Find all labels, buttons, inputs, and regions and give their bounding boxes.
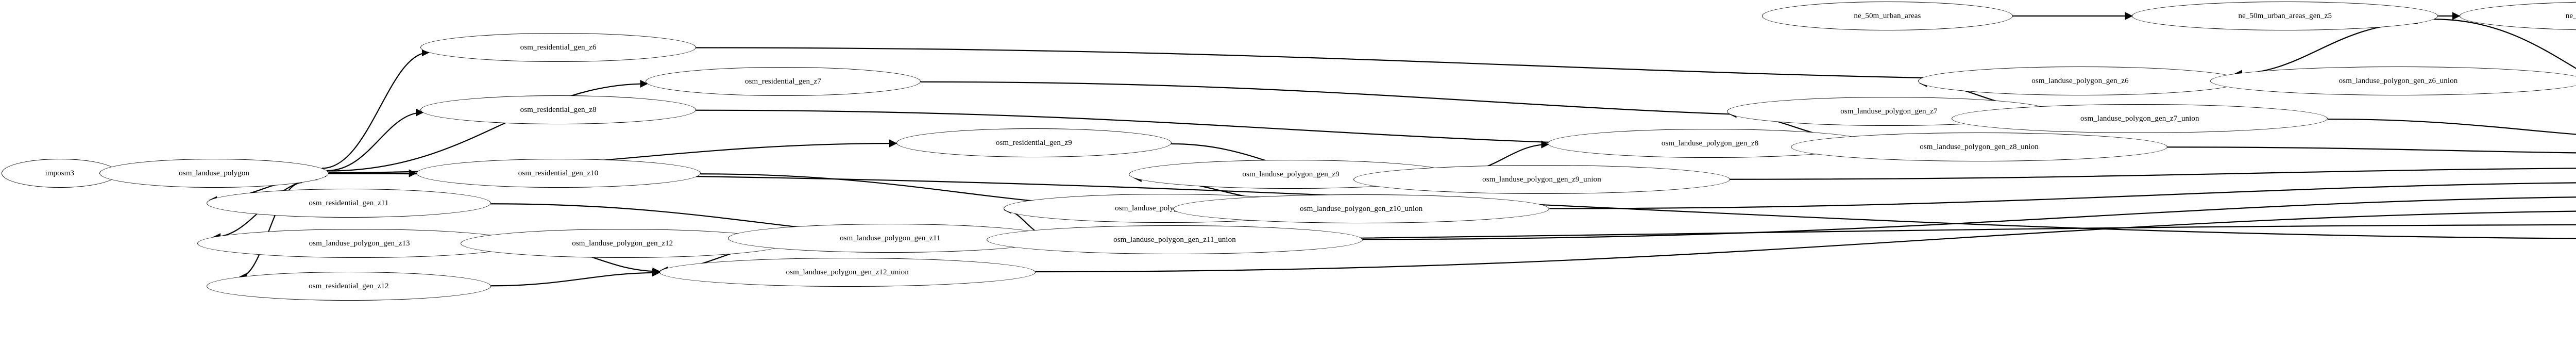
- graph-node-label: ne_50m_urban_areas_gen_z4: [2565, 11, 2576, 20]
- graph-node-label: osm_residential_gen_z6: [520, 43, 597, 52]
- graph-node-label: osm_landuse_polygon_gen_z7: [1840, 107, 1938, 116]
- graph-node-osm-landuse-polygon-gen-z8-union[interactable]: osm_landuse_polygon_gen_z8_union: [1791, 133, 2167, 161]
- graph-node-osm-landuse-polygon-gen-z6[interactable]: osm_landuse_polygon_gen_z6: [1918, 67, 2243, 95]
- graph-edge-osm_landuse_polygon_gen_z10_union-to-layer_landuse_z10: [1549, 182, 2576, 209]
- graph-node-label: osm_landuse_polygon_gen_z6: [2031, 76, 2129, 85]
- graph-node-osm-residential-gen-z12[interactable]: osm_residential_gen_z12: [206, 272, 491, 301]
- graph-node-label: osm_landuse_polygon_gen_z12: [572, 239, 673, 248]
- graph-edge-osm_landuse_polygon_gen_z9_union-to-layer_landuse_z9: [1730, 168, 2576, 180]
- graph-node-osm-landuse-polygon-gen-z10-union[interactable]: osm_landuse_polygon_gen_z10_union: [1173, 194, 1550, 223]
- graph-edge-osm_landuse_polygon-to-osm_residential_gen_z7: [327, 79, 648, 172]
- graph-node-osm-landuse-polygon[interactable]: osm_landuse_polygon: [99, 159, 329, 188]
- graph-node-label: osm_landuse_polygon_gen_z7_union: [2080, 114, 2199, 123]
- graph-node-label: osm_landuse_polygon_gen_z9: [1242, 170, 1340, 178]
- graph-node-osm-residential-gen-z7[interactable]: osm_residential_gen_z7: [645, 67, 921, 96]
- graph-edge-osm_landuse_polygon_gen_z12_union-to-layer_landuse_z12: [1035, 210, 2576, 273]
- graph-node-label: osm_landuse_polygon_gen_z11: [840, 234, 941, 242]
- graph-node-label: osm_residential_gen_z9: [995, 138, 1072, 147]
- graph-node-label: osm_landuse_polygon: [179, 169, 250, 177]
- graph-node-label: osm_landuse_polygon_gen_z11_union: [1113, 235, 1236, 244]
- graph-node-osm-landuse-polygon-gen-z12[interactable]: osm_landuse_polygon_gen_z12: [460, 229, 785, 258]
- graph-node-label: osm_residential_gen_z12: [309, 282, 389, 290]
- graph-edge-osm_landuse_polygon_gen_z7_union-to-layer_landuse_z7: [2328, 118, 2576, 135]
- graph-node-osm-landuse-polygon-gen-z11-union[interactable]: osm_landuse_polygon_gen_z11_union: [986, 225, 1363, 254]
- graph-node-label: osm_residential_gen_z8: [520, 105, 597, 114]
- graph-node-label: osm_residential_gen_z11: [309, 199, 389, 207]
- graph-node-osm-residential-gen-z10[interactable]: osm_residential_gen_z10: [416, 159, 701, 188]
- graph-node-label: ne_50m_urban_areas: [1854, 11, 1921, 20]
- graph-node-osm-landuse-polygon-gen-z6-union[interactable]: osm_landuse_polygon_gen_z6_union: [2210, 67, 2576, 95]
- graph-node-label: osm_landuse_polygon_gen_z8: [1661, 139, 1759, 147]
- graph-node-osm-residential-gen-z9[interactable]: osm_residential_gen_z9: [896, 128, 1172, 157]
- graph-node-label: osm_landuse_polygon_gen_z12_union: [786, 268, 909, 276]
- graph-node-osm-residential-gen-z8[interactable]: osm_residential_gen_z8: [420, 95, 696, 124]
- graph-edge-osm_landuse_polygon-to-osm_residential_gen_z6: [321, 48, 430, 169]
- graph-edge-osm_landuse_polygon-to-layer_landuse_z14: [329, 173, 2576, 239]
- graph-node-label: imposm3: [45, 169, 75, 177]
- graph-node-osm-landuse-polygon-gen-z9-union[interactable]: osm_landuse_polygon_gen_z9_union: [1353, 165, 1730, 194]
- graph-node-label: osm_landuse_polygon_gen_z6_union: [2338, 76, 2458, 85]
- graph-node-label: osm_landuse_polygon_gen_z10_union: [1300, 204, 1423, 213]
- graph-edge-osm_landuse_polygon_gen_z11_union-to-layer_landuse_z11: [1363, 196, 2576, 240]
- graph-edge-osm_landuse_polygon-to-osm_residential_gen_z12: [239, 182, 302, 281]
- graph-node-label: osm_landuse_polygon_gen_z13: [309, 239, 410, 248]
- graph-node-osm-residential-gen-z11[interactable]: osm_residential_gen_z11: [206, 189, 491, 218]
- graph-edge-osm_landuse_polygon-to-osm_residential_gen_z8: [327, 108, 424, 172]
- graph-node-label: ne_50m_urban_areas_gen_z5: [2238, 11, 2332, 20]
- graph-node-label: osm_landuse_polygon_gen_z8_union: [1920, 142, 2039, 151]
- graph-node-ne-50m-urban-areas[interactable]: ne_50m_urban_areas: [1762, 2, 2013, 30]
- graph-node-label: osm_residential_gen_z7: [745, 77, 821, 86]
- graph-node-osm-landuse-polygon-gen-z7-union[interactable]: osm_landuse_polygon_gen_z7_union: [1952, 104, 2328, 133]
- graph-edge-osm_residential_gen_z12-to-osm_landuse_polygon_gen_z12_union: [490, 269, 660, 287]
- graph-node-imposm3[interactable]: imposm3: [1, 159, 118, 188]
- graph-node-label: osm_landuse_polygon_gen_z9_union: [1482, 175, 1601, 184]
- graph-node-osm-residential-gen-z6[interactable]: osm_residential_gen_z6: [420, 33, 696, 62]
- graph-node-osm-landuse-polygon-gen-z13[interactable]: osm_landuse_polygon_gen_z13: [197, 229, 522, 258]
- graph-edge-osm_landuse_polygon_gen_z8_union-to-layer_landuse_z8: [2167, 146, 2576, 154]
- graph-node-label: osm_residential_gen_z10: [518, 169, 599, 177]
- graph-node-ne-50m-urban-areas-gen-z5[interactable]: ne_50m_urban_areas_gen_z5: [2132, 2, 2438, 30]
- graph-edge-ne_50m_urban_areas_gen_z5-to-layer_landuse_z5: [2434, 19, 2576, 69]
- graph-node-osm-landuse-polygon-gen-z12-union[interactable]: osm_landuse_polygon_gen_z12_union: [659, 258, 1036, 287]
